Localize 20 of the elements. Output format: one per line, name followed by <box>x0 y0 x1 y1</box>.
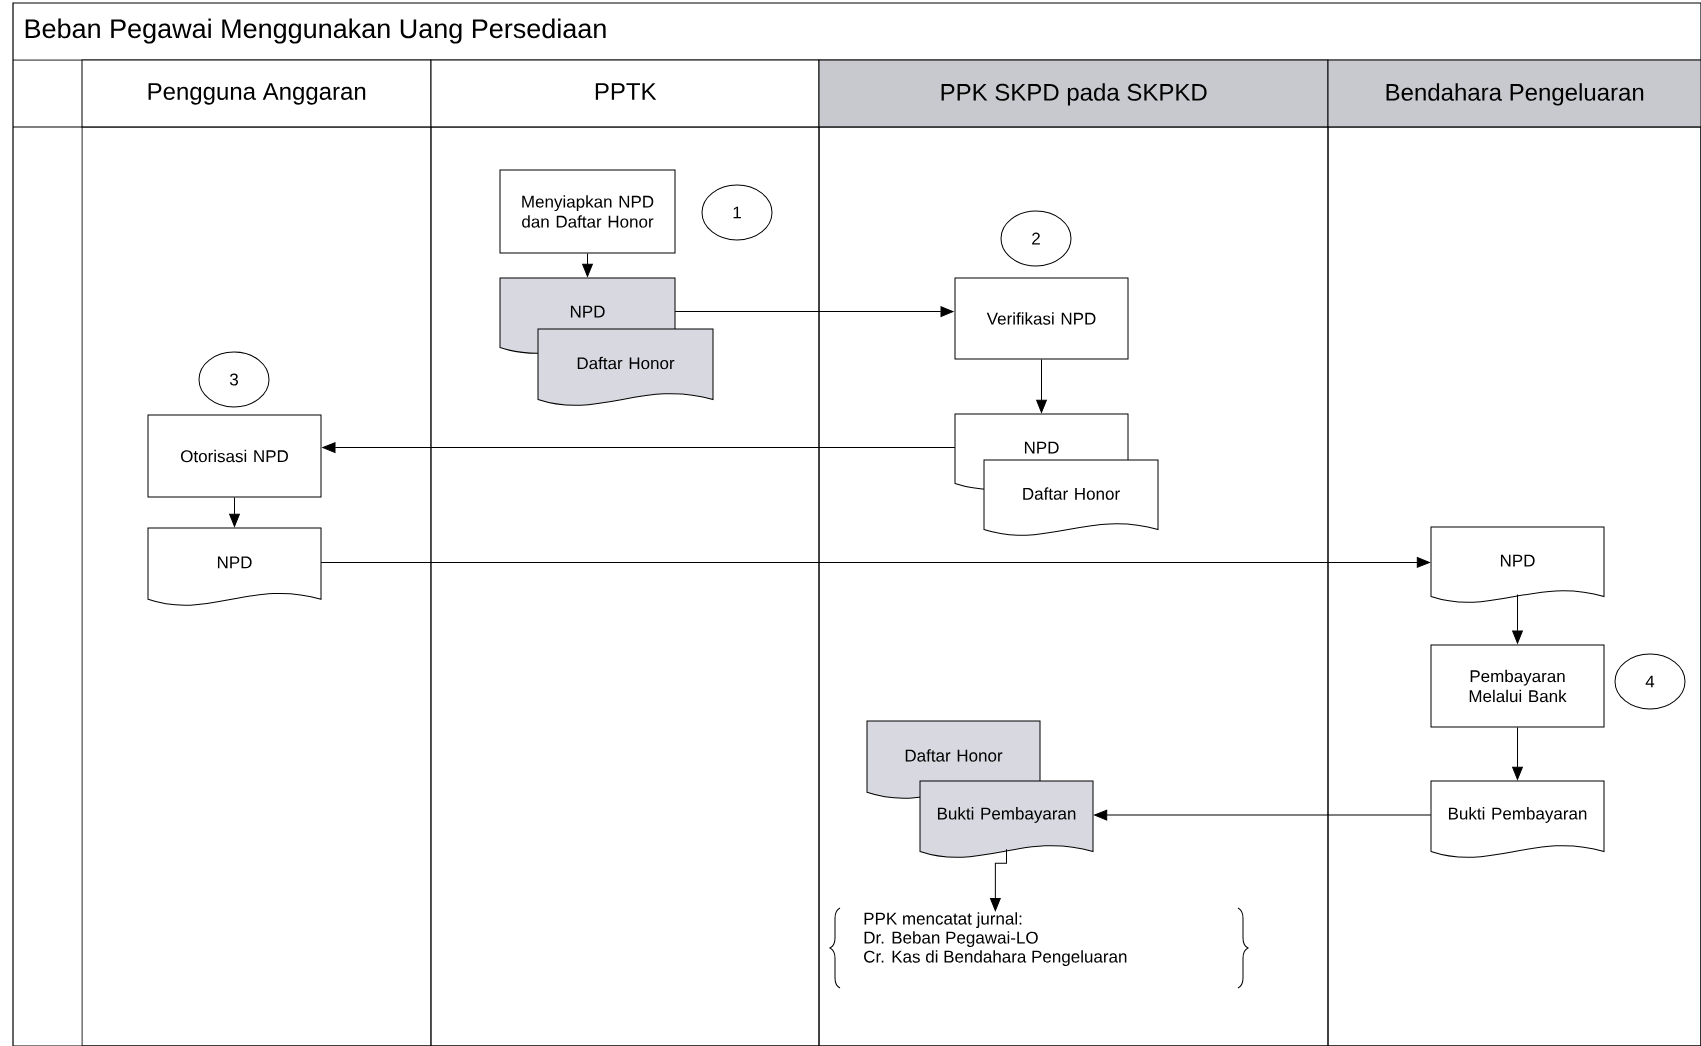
arrow <box>322 442 956 453</box>
diagram-title: Beban Pegawai Menggunakan Uang Persediaan <box>25 18 606 44</box>
arrow <box>1512 593 1523 644</box>
process-box: Pembayaran Melalui Bank <box>1430 644 1605 728</box>
node-label: Pengguna Anggaran <box>148 83 366 105</box>
node-label: PPK SKPD pada SKPKD <box>941 83 1207 106</box>
journal-note: PPK mencatat jurnal: Dr. Beban Pegawai-LO Cr. Kas di Bendahara Pengeluaran <box>864 912 1127 967</box>
node-label: PPTK <box>595 83 657 100</box>
process-box: Otorisasi NPD <box>147 414 322 498</box>
process-box: Verifikasi NPD <box>954 277 1129 360</box>
node-label: Bendahara Pengeluaran <box>1386 83 1644 106</box>
arrow <box>1036 359 1047 413</box>
arrow <box>989 848 1007 912</box>
arrow <box>1094 809 1432 821</box>
arrow <box>674 306 954 317</box>
arrow <box>229 497 240 527</box>
process-box: Menyiapkan NPD dan Daftar Honor <box>499 169 676 254</box>
arrow <box>1512 727 1523 780</box>
arrow <box>582 253 593 277</box>
arrow <box>320 557 1430 568</box>
